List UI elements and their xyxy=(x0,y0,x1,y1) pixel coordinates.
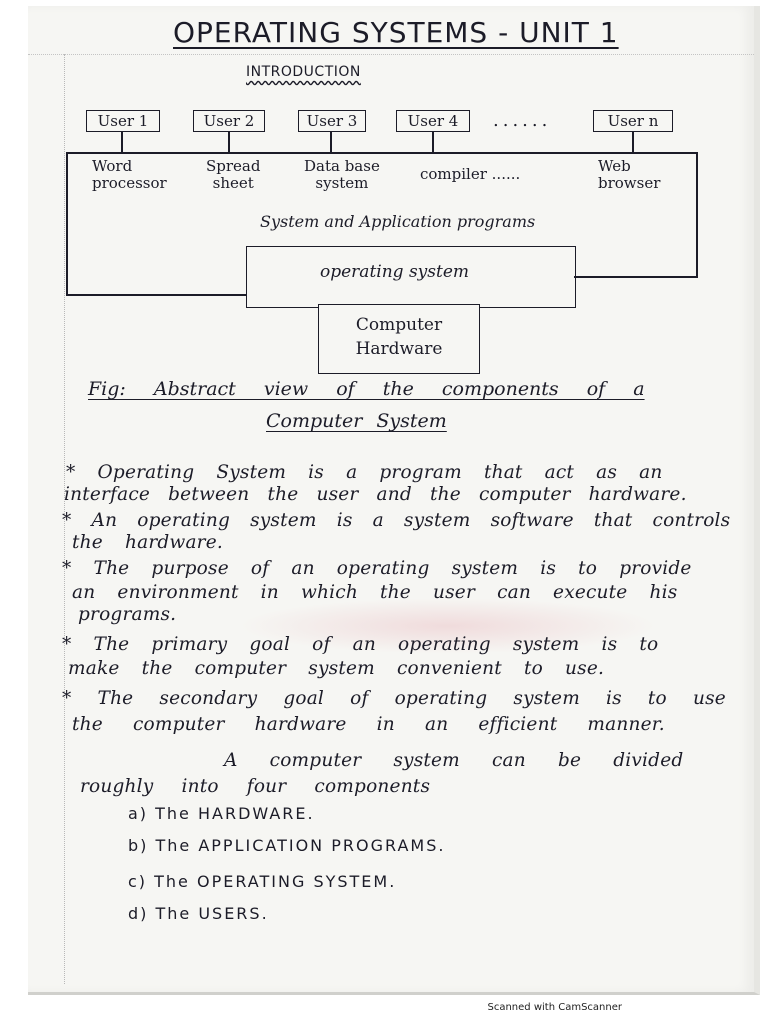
text-line: roughly into four components xyxy=(80,776,431,797)
apps-box-left xyxy=(66,152,68,294)
app-label: compiler ...... xyxy=(420,165,521,183)
apps-box-top xyxy=(66,152,696,154)
apps-box-bottom-right xyxy=(574,276,698,278)
user-connector xyxy=(228,132,230,152)
apps-box-bottom-left xyxy=(66,294,246,296)
user-box: User 3 xyxy=(298,110,366,132)
scanner-watermark: Scanned with CamScanner xyxy=(487,1002,623,1013)
notebook-page: OPERATING SYSTEMS - UNIT 1 INTRODUCTION … xyxy=(28,6,760,995)
text-line: * The purpose of an operating system is … xyxy=(62,558,692,579)
text-line: * Operating System is a program that act… xyxy=(66,462,663,483)
app-label: Data base system xyxy=(304,157,380,192)
text-line: an environment in which the user can exe… xyxy=(72,582,678,603)
system-programs-label: System and Application programs xyxy=(260,212,536,231)
user-connector xyxy=(121,132,123,152)
text-line: make the computer system convenient to u… xyxy=(68,658,605,679)
os-label: operating system xyxy=(320,262,470,282)
text-line: interface between the user and the compu… xyxy=(64,484,687,505)
hardware-box: Computer Hardware xyxy=(318,304,480,374)
section-heading: INTRODUCTION xyxy=(246,64,361,80)
page-title: OPERATING SYSTEMS - UNIT 1 xyxy=(173,16,619,49)
list-item: c) The OPERATING SYSTEM. xyxy=(128,872,397,891)
user-box: User n xyxy=(593,110,673,132)
user-connector xyxy=(632,132,634,152)
figure-caption: Fig: Abstract view of the components of … xyxy=(88,378,645,400)
app-label: Spread sheet xyxy=(206,157,261,192)
apps-box-right xyxy=(696,152,698,276)
user-connector xyxy=(330,132,332,152)
app-label: Web browser xyxy=(598,157,661,192)
figure-caption: Computer System xyxy=(266,410,447,432)
user-ellipsis: ...... xyxy=(493,110,552,131)
user-box: User 1 xyxy=(86,110,160,132)
list-item: b) The APPLICATION PROGRAMS. xyxy=(128,836,446,855)
list-item: d) The USERS. xyxy=(128,904,269,923)
text-line: programs. xyxy=(78,604,177,625)
app-label: Word processor xyxy=(92,157,167,192)
user-box: User 4 xyxy=(396,110,470,132)
text-line: the hardware. xyxy=(72,532,223,553)
text-line: A computer system can be divided xyxy=(224,750,684,771)
hardware-label: Computer xyxy=(355,315,443,335)
text-line: the computer hardware in an efficient ma… xyxy=(72,714,665,735)
user-box: User 2 xyxy=(193,110,265,132)
text-line: * An operating system is a system softwa… xyxy=(62,510,731,531)
page-top-rule xyxy=(28,54,754,56)
list-item: a) The HARDWARE. xyxy=(128,804,315,823)
page-margin-rule xyxy=(64,54,66,984)
user-connector xyxy=(432,132,434,152)
text-line: * The primary goal of an operating syste… xyxy=(62,634,659,655)
hardware-label: Hardware xyxy=(355,339,443,359)
text-line: * The secondary goal of operating system… xyxy=(62,688,726,709)
